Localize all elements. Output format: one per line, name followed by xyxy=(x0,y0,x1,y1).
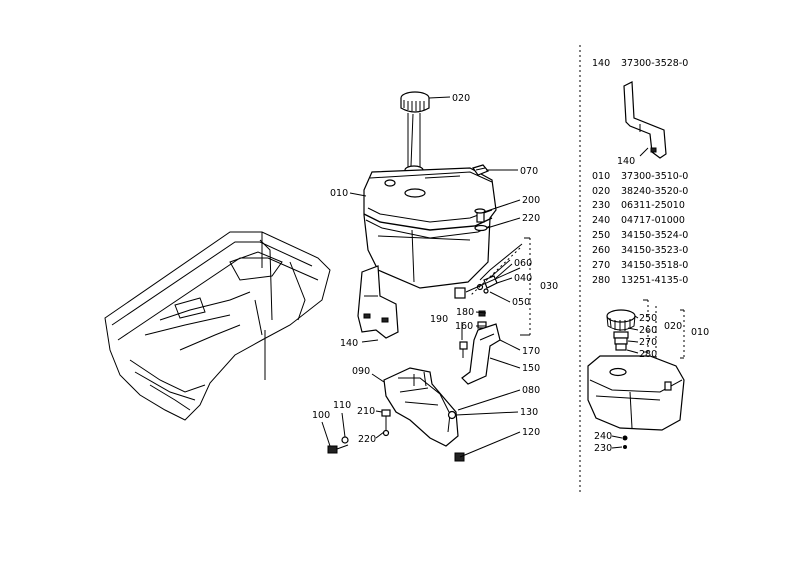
guard-plate-090 xyxy=(383,367,459,447)
inset-bracket-140: 140 xyxy=(617,81,667,167)
bracket-140 xyxy=(357,265,399,339)
inset-callout-270: 270 xyxy=(639,337,657,348)
inset-callout-250: 250 xyxy=(639,313,657,324)
leader-lines xyxy=(321,96,521,458)
parts-row-6-number: 34150-3523-0 xyxy=(621,245,688,256)
parts-row-4-number: 04717-01000 xyxy=(621,215,685,226)
callout-090: 090 xyxy=(352,366,370,377)
parts-row-4-ref: 240 xyxy=(592,215,610,226)
fuel-line-group-030 xyxy=(454,237,531,336)
parts-row-8-ref: 280 xyxy=(592,275,610,286)
tractor-body-outline xyxy=(104,231,331,421)
callout-100: 100 xyxy=(312,410,330,421)
callout-140: 140 xyxy=(340,338,358,349)
callout-210: 210 xyxy=(357,406,375,417)
callout-120: 120 xyxy=(522,427,540,438)
inset-callout-020: 020 xyxy=(664,321,682,332)
parts-list-top: 140 37300-3528-0 xyxy=(592,58,688,69)
callout-040: 040 xyxy=(514,273,532,284)
parts-row-8-number: 13251-4135-0 xyxy=(621,275,688,286)
callout-170: 170 xyxy=(522,346,540,357)
parts-row-3-number: 06311-25010 xyxy=(621,200,685,211)
bracket-150 xyxy=(461,323,501,385)
parts-row-2-ref: 020 xyxy=(592,186,610,197)
callout-060: 060 xyxy=(514,258,532,269)
inset-callout-140: 140 xyxy=(617,156,635,167)
inset-tank xyxy=(587,299,685,449)
callout-110: 110 xyxy=(333,400,351,411)
part-070-clip xyxy=(472,164,489,176)
inset-callout-010: 010 xyxy=(691,327,709,338)
bottom-fasteners xyxy=(327,409,465,462)
callout-030: 030 xyxy=(540,281,558,292)
parts-list: 010 37300-3510-0 020 38240-3520-0 230 06… xyxy=(592,171,688,286)
parts-top-number: 37300-3528-0 xyxy=(621,58,688,69)
callout-200: 200 xyxy=(522,195,540,206)
callout-labels: 020 070 010 200 220 060 040 030 050 180 … xyxy=(312,93,558,445)
tank-fittings-200-220 xyxy=(474,208,488,232)
inset-callout-280: 280 xyxy=(639,349,657,360)
inset-callout-260: 260 xyxy=(639,325,657,336)
callout-050: 050 xyxy=(512,297,530,308)
inset-callout-240: 240 xyxy=(594,431,612,442)
callout-180: 180 xyxy=(456,307,474,318)
callout-160: 160 xyxy=(455,321,473,332)
parts-row-7-ref: 270 xyxy=(592,260,610,271)
callout-130: 130 xyxy=(520,407,538,418)
callout-020: 020 xyxy=(452,93,470,104)
callout-220-bottom: 220 xyxy=(358,434,376,445)
parts-row-1-number: 37300-3510-0 xyxy=(621,171,688,182)
callout-150: 150 xyxy=(522,363,540,374)
parts-top-ref: 140 xyxy=(592,58,610,69)
callout-220-top: 220 xyxy=(522,213,540,224)
callout-070: 070 xyxy=(520,166,538,177)
parts-row-5-number: 34150-3524-0 xyxy=(621,230,688,241)
parts-row-3-ref: 230 xyxy=(592,200,610,211)
parts-row-2-number: 38240-3520-0 xyxy=(621,186,688,197)
parts-row-7-number: 34150-3518-0 xyxy=(621,260,688,271)
fuel-tank xyxy=(363,167,497,289)
callout-010: 010 xyxy=(330,188,348,199)
parts-row-1-ref: 010 xyxy=(592,171,610,182)
parts-row-5-ref: 250 xyxy=(592,230,610,241)
callout-080: 080 xyxy=(522,385,540,396)
inset-callout-labels: 250 020 010 260 270 280 240 230 xyxy=(594,313,709,454)
callout-190: 190 xyxy=(430,314,448,325)
parts-row-6-ref: 260 xyxy=(592,245,610,256)
inset-callout-230: 230 xyxy=(594,443,612,454)
